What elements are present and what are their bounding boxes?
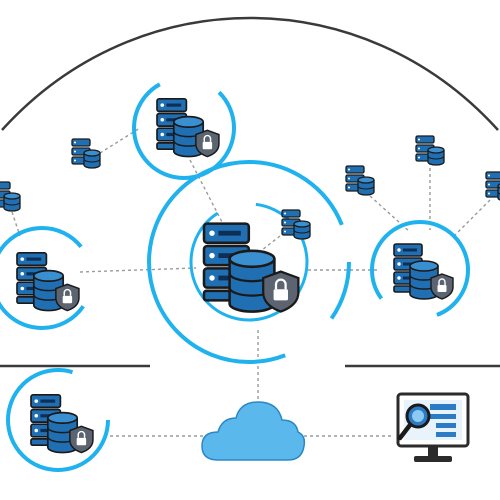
monitor-search-icon bbox=[396, 392, 470, 462]
top-node-ring bbox=[132, 76, 236, 180]
top-node-icon bbox=[156, 97, 220, 158]
connector-satellite-top-left bbox=[99, 127, 141, 154]
satellite-center-icon bbox=[281, 209, 311, 240]
left-node-icon bbox=[16, 251, 80, 312]
cloud-icon bbox=[201, 401, 306, 461]
connector-satellite-far-left bbox=[11, 211, 21, 237]
connector-left-to-center bbox=[79, 267, 197, 273]
connector-satellite-center bbox=[261, 235, 281, 251]
right-node-ring bbox=[370, 220, 470, 320]
center-outer-ring bbox=[147, 160, 351, 364]
right-node-icon bbox=[393, 243, 454, 300]
satellite-right-b-icon bbox=[415, 135, 445, 166]
bottom-left-node-ring bbox=[6, 368, 110, 472]
satellite-far-left-icon bbox=[0, 181, 21, 212]
bottom-left-node-icon bbox=[30, 393, 94, 454]
center-inner-ring bbox=[189, 202, 309, 322]
connector-satellite-far-right bbox=[451, 199, 491, 239]
satellite-right-a-icon bbox=[345, 165, 375, 196]
center-node-icon bbox=[202, 222, 300, 313]
left-node-ring bbox=[0, 226, 94, 330]
satellite-far-right-icon bbox=[485, 171, 500, 202]
satellite-top-left-icon bbox=[71, 138, 101, 169]
outer-arc bbox=[1, 16, 499, 131]
